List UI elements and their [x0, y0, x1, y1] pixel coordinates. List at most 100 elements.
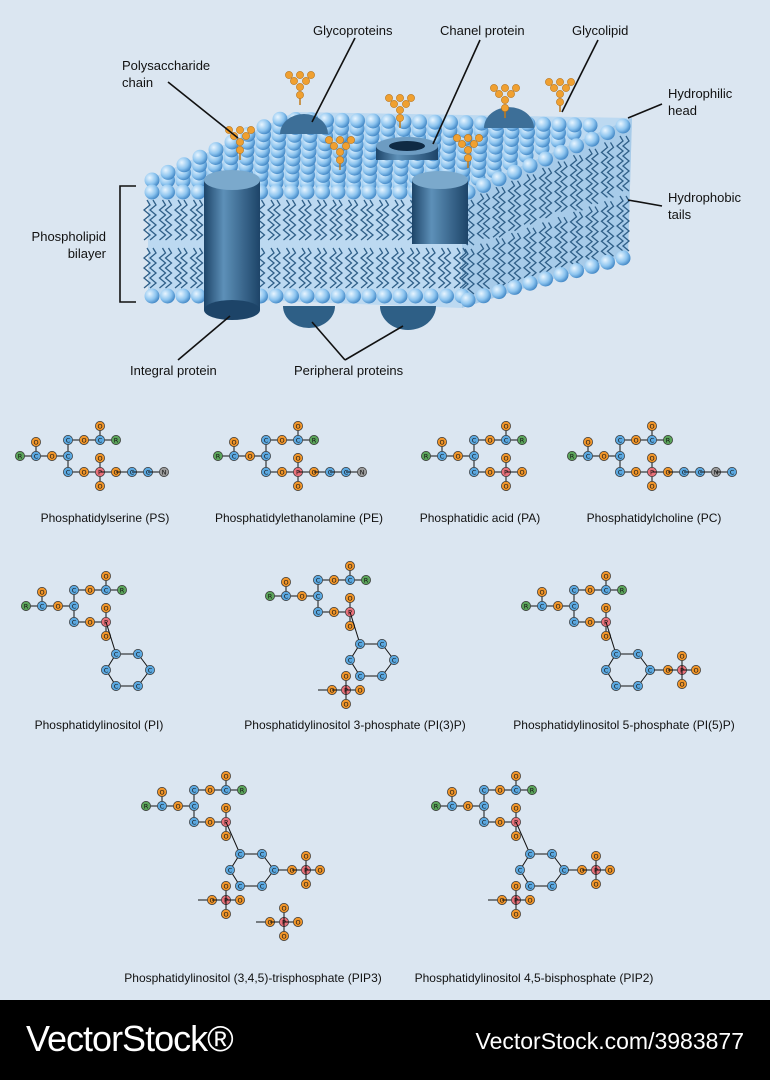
channel-protein [376, 137, 438, 160]
svg-text:C: C [358, 673, 363, 681]
svg-text:C: C [730, 469, 735, 477]
svg-text:O: O [593, 881, 598, 889]
caption-pa: Phosphatidic acid (PA) [419, 511, 541, 525]
svg-text:O: O [513, 911, 518, 919]
leader-lines [119, 37, 663, 361]
svg-text:O: O [497, 787, 502, 795]
svg-text:O: O [231, 439, 236, 447]
label-peripheral-proteins: Peripheral proteins [294, 363, 404, 378]
svg-text:O: O [295, 455, 300, 463]
svg-text:O: O [247, 453, 252, 461]
brand-url: VectorStock.com/3983877 [475, 1028, 745, 1054]
svg-text:R: R [364, 577, 369, 585]
svg-text:C: C [104, 667, 109, 675]
svg-text:O: O [223, 805, 228, 813]
svg-text:C: C [482, 819, 487, 827]
svg-text:C: C [272, 867, 277, 875]
svg-text:O: O [497, 819, 502, 827]
caption-pi: Phosphatidylinositol (PI) [34, 718, 164, 732]
svg-text:O: O [449, 789, 454, 797]
svg-text:O: O [331, 609, 336, 617]
svg-text:O: O [267, 919, 272, 927]
svg-text:C: C [604, 667, 609, 675]
svg-text:O: O [237, 897, 242, 905]
svg-text:C: C [66, 453, 71, 461]
svg-text:O: O [503, 483, 508, 491]
svg-text:O: O [207, 787, 212, 795]
svg-text:O: O [289, 867, 294, 875]
svg-text:C: C [636, 651, 641, 659]
svg-text:C: C [380, 673, 385, 681]
svg-text:O: O [633, 437, 638, 445]
svg-text:C: C [586, 453, 591, 461]
svg-text:O: O [329, 687, 334, 695]
svg-text:O: O [343, 673, 348, 681]
caption-pip2: Phosphatidylinositol 4,5-bisphosphate (P… [414, 971, 654, 985]
svg-text:C: C [232, 453, 237, 461]
integral-protein-2 [412, 171, 468, 244]
membrane-illustration [119, 37, 663, 361]
svg-text:O: O [87, 619, 92, 627]
svg-text:C: C [98, 437, 103, 445]
svg-text:C: C [572, 587, 577, 595]
svg-text:O: O [223, 911, 228, 919]
svg-text:R: R [530, 787, 535, 795]
svg-text:O: O [539, 589, 544, 597]
svg-text:P: P [650, 469, 654, 477]
svg-text:C: C [698, 469, 703, 477]
svg-text:C: C [358, 641, 363, 649]
svg-text:C: C [550, 851, 555, 859]
svg-text:R: R [216, 453, 221, 461]
svg-text:C: C [514, 787, 519, 795]
svg-text:O: O [679, 653, 684, 661]
footer-bar: VectorStock® VectorStock.com/3983877 [0, 1000, 770, 1080]
caption-pi3p: Phosphatidylinositol 3-phosphate (PI(3)P… [244, 718, 466, 732]
caption-ps: Phosphatidylserine (PS) [40, 511, 170, 525]
svg-text:C: C [192, 803, 197, 811]
svg-text:O: O [455, 453, 460, 461]
svg-text:C: C [504, 437, 509, 445]
svg-text:O: O [55, 603, 60, 611]
label-glycolipid: Glycolipid [572, 23, 629, 38]
svg-text:O: O [603, 605, 608, 613]
svg-text:O: O [347, 595, 352, 603]
svg-text:O: O [49, 453, 54, 461]
label-integral-protein: Integral protein [130, 363, 217, 378]
svg-text:C: C [450, 803, 455, 811]
svg-text:C: C [636, 683, 641, 691]
svg-text:O: O [295, 483, 300, 491]
peripheral-protein-2 [380, 306, 436, 330]
svg-text:C: C [344, 469, 349, 477]
svg-text:O: O [103, 633, 108, 641]
svg-text:C: C [40, 603, 45, 611]
svg-text:O: O [331, 577, 336, 585]
svg-text:O: O [465, 803, 470, 811]
svg-text:C: C [528, 851, 533, 859]
svg-text:R: R [620, 587, 625, 595]
svg-text:R: R [666, 437, 671, 445]
svg-text:O: O [311, 469, 316, 477]
svg-text:O: O [175, 803, 180, 811]
svg-text:C: C [104, 587, 109, 595]
svg-text:C: C [614, 683, 619, 691]
svg-text:C: C [160, 803, 165, 811]
svg-text:C: C [66, 469, 71, 477]
label-hydrophilic-head: Hydrophilic head [668, 86, 733, 118]
svg-text:C: C [238, 883, 243, 891]
svg-text:C: C [472, 469, 477, 477]
svg-text:O: O [281, 933, 286, 941]
svg-text:C: C [34, 453, 39, 461]
svg-text:O: O [503, 423, 508, 431]
svg-text:O: O [295, 919, 300, 927]
svg-text:C: C [114, 683, 119, 691]
svg-text:P: P [504, 469, 508, 477]
svg-text:R: R [144, 803, 149, 811]
svg-text:P: P [296, 469, 300, 477]
svg-text:O: O [487, 469, 492, 477]
svg-text:C: C [648, 667, 653, 675]
label-hydrophobic-tails: Hydrophobic tails [668, 190, 741, 222]
svg-text:O: O [103, 605, 108, 613]
label-polysaccharide: Polysaccharide chain [122, 58, 211, 90]
svg-text:C: C [562, 867, 567, 875]
svg-text:O: O [81, 469, 86, 477]
